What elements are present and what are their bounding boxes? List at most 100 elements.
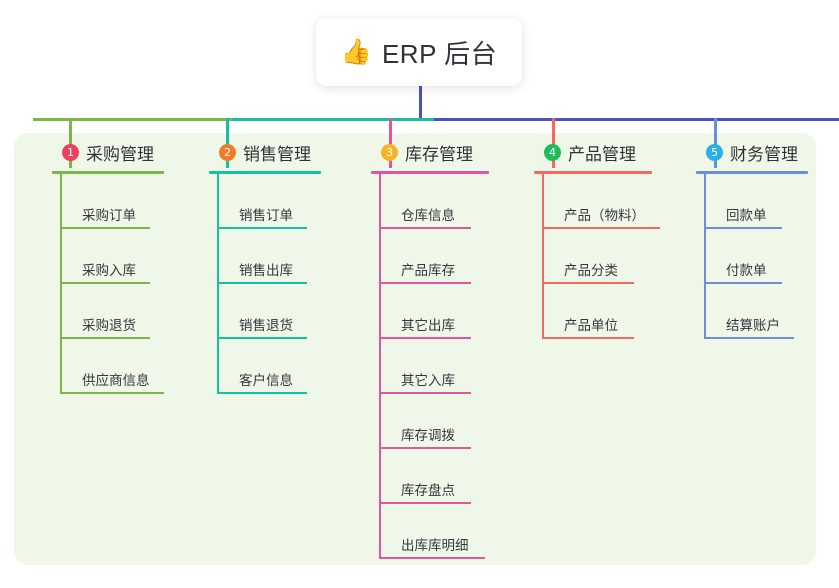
branch-item-label: 仓库信息 <box>401 208 455 223</box>
branch-item[interactable]: 销售订单 <box>217 174 345 229</box>
drop-line-5 <box>714 118 717 168</box>
branch-item-rule <box>704 337 794 339</box>
branch-items: 采购订单采购入库采购退货供应商信息 <box>60 174 188 394</box>
branch-item[interactable]: 采购订单 <box>60 174 188 229</box>
branch-item[interactable]: 库存调拨 <box>379 394 517 449</box>
branches-panel <box>14 133 816 565</box>
branch-item-label: 销售订单 <box>239 208 293 223</box>
branch-header-4[interactable]: 4 产品管理 <box>520 133 680 171</box>
root-title: ERP 后台 <box>381 38 498 69</box>
branch-item-label: 产品单位 <box>564 318 618 333</box>
root-stem <box>419 86 422 121</box>
branch-header-2[interactable]: 2 销售管理 <box>195 133 345 171</box>
branch-item-rule <box>217 392 307 394</box>
branch-column-2: 2 销售管理销售订单销售出库销售退货客户信息 <box>195 133 345 394</box>
branch-item-rule <box>60 227 150 229</box>
drop-line-3 <box>389 118 392 168</box>
branch-column-4: 4 产品管理产品（物料） 产品分类产品单位 <box>520 133 680 339</box>
branch-title-rule <box>209 171 321 174</box>
branch-item-label: 其它入库 <box>401 373 455 388</box>
branch-item-rule <box>379 502 471 504</box>
branch-item[interactable]: 产品库存 <box>379 229 517 284</box>
drop-line-4 <box>552 118 555 168</box>
branch-item-label: 库存盘点 <box>401 483 455 498</box>
branch-spine <box>379 174 381 559</box>
branch-item-rule <box>379 282 471 284</box>
branch-item[interactable]: 仓库信息 <box>379 174 517 229</box>
branch-item[interactable]: 产品单位 <box>542 284 680 339</box>
branch-item[interactable]: 付款单 <box>704 229 832 284</box>
bus-segment-3 <box>433 118 839 121</box>
branch-title: 销售管理 <box>243 144 311 164</box>
branch-item-label: 回款单 <box>726 208 767 223</box>
branch-item-label: 产品分类 <box>564 263 618 278</box>
branch-title-rule <box>696 171 808 174</box>
drop-line-1 <box>69 118 72 168</box>
branch-items: 回款单付款单结算账户 <box>704 174 832 339</box>
branch-item-rule <box>379 447 471 449</box>
branch-spine <box>704 174 706 339</box>
branch-items: 仓库信息产品库存其它出库其它入库库存调拨库存盘点出库库明细 <box>379 174 517 559</box>
branch-items: 产品（物料） 产品分类产品单位 <box>542 174 680 339</box>
branch-item-rule <box>379 337 471 339</box>
branch-item-label: 产品库存 <box>401 263 455 278</box>
branch-item-rule <box>704 227 782 229</box>
branch-item[interactable]: 回款单 <box>704 174 832 229</box>
branch-item[interactable]: 销售退货 <box>217 284 345 339</box>
root-node-card[interactable]: 👍 ERP 后台 <box>316 18 522 86</box>
branch-item[interactable]: 供应商信息 <box>60 339 188 394</box>
branch-index-badge: 1 <box>62 143 79 161</box>
branch-index-badge: 4 <box>544 143 561 161</box>
branch-item[interactable]: 采购入库 <box>60 229 188 284</box>
branch-item-label: 库存调拨 <box>401 428 455 443</box>
branch-item-label: 结算账户 <box>726 318 780 333</box>
branch-spine <box>542 174 544 339</box>
branch-item[interactable]: 客户信息 <box>217 339 345 394</box>
branch-item[interactable]: 出库库明细 <box>379 504 517 559</box>
bus-segment-2 <box>232 118 434 121</box>
branch-item-label: 采购退货 <box>82 318 136 333</box>
branch-index-badge: 5 <box>706 143 723 161</box>
branch-title-rule <box>534 171 652 174</box>
branch-item-rule <box>217 337 307 339</box>
branch-index-badge: 2 <box>219 143 236 161</box>
branch-items: 销售订单销售出库销售退货客户信息 <box>217 174 345 394</box>
branch-item-label: 产品（物料） <box>564 208 645 223</box>
branch-item-rule <box>217 282 307 284</box>
branch-title-rule <box>371 171 489 174</box>
branch-spine <box>217 174 219 394</box>
branch-item[interactable]: 采购退货 <box>60 284 188 339</box>
branch-item-rule <box>379 392 471 394</box>
branch-item[interactable]: 库存盘点 <box>379 449 517 504</box>
branch-columns: 1 采购管理采购订单采购入库采购退货供应商信息 2 销售管理销售订单销售出库销售退货客… <box>14 133 816 565</box>
branch-item-rule <box>60 282 150 284</box>
branch-item-label: 供应商信息 <box>82 373 150 388</box>
branch-item-label: 客户信息 <box>239 373 293 388</box>
branch-item-label: 销售出库 <box>239 263 293 278</box>
branch-item-rule <box>542 337 634 339</box>
branch-item-label: 出库库明细 <box>401 538 469 553</box>
branch-item-rule <box>379 227 471 229</box>
branch-title: 产品管理 <box>568 144 636 164</box>
branch-item[interactable]: 其它入库 <box>379 339 517 394</box>
branch-title-rule <box>52 171 164 174</box>
branch-item-rule <box>379 557 485 559</box>
thumbs-up-icon: 👍 <box>340 37 372 66</box>
branch-item-rule <box>542 282 634 284</box>
branch-item-label: 采购入库 <box>82 263 136 278</box>
branch-item-rule <box>60 392 164 394</box>
branch-item-rule <box>704 282 782 284</box>
branch-item[interactable]: 产品（物料） <box>542 174 680 229</box>
branch-item[interactable]: 销售出库 <box>217 229 345 284</box>
branch-item-rule <box>217 227 307 229</box>
branch-item[interactable]: 其它出库 <box>379 284 517 339</box>
branch-title: 库存管理 <box>405 144 473 164</box>
branch-item-label: 销售退货 <box>239 318 293 333</box>
branch-item[interactable]: 产品分类 <box>542 229 680 284</box>
branch-item[interactable]: 结算账户 <box>704 284 832 339</box>
branch-header-1[interactable]: 1 采购管理 <box>38 133 188 171</box>
branch-title: 采购管理 <box>86 144 154 164</box>
